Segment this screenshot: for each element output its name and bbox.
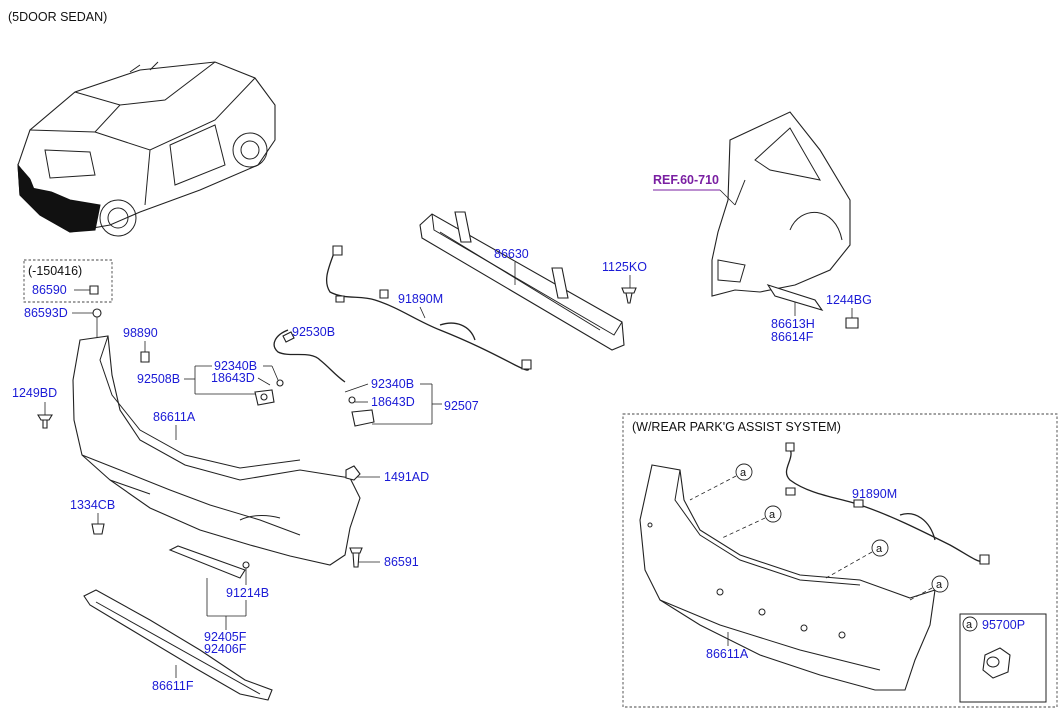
park-rear-bumper-86611A: [639, 464, 936, 691]
part-label-92340B-b[interactable]: 92340B: [371, 377, 414, 391]
part-label-98890[interactable]: 98890: [123, 326, 158, 340]
part-label-18643D-b[interactable]: 18643D: [371, 395, 415, 409]
callout-a-3: a: [825, 539, 889, 579]
screw-86591: [349, 547, 363, 568]
part-label-86591[interactable]: 86591: [384, 555, 419, 569]
clip-86590: [89, 285, 99, 295]
callout-a-4: a: [909, 575, 949, 601]
lamp-socket-right: [351, 409, 375, 427]
part-label-91890M[interactable]: 91890M: [398, 292, 443, 306]
part-label-91890M-park[interactable]: 91890M: [852, 487, 897, 501]
part-label-86593D[interactable]: 86593D: [24, 306, 68, 320]
park-assist-label: (W/REAR PARK'G ASSIST SYSTEM): [632, 420, 841, 434]
harness-92530B: [273, 329, 346, 383]
svg-text:a: a: [740, 467, 747, 479]
lower-guard-86611F: [83, 589, 273, 701]
nut-86593D: [92, 308, 102, 318]
part-label-92340B-a[interactable]: 92340B: [214, 359, 257, 373]
part-label-86613H[interactable]: 86613H: [771, 317, 815, 331]
harness-91890M: [326, 249, 530, 371]
svg-text:a: a: [966, 619, 973, 631]
part-label-92508B[interactable]: 92508B: [137, 372, 180, 386]
park-assist-box: [622, 413, 1058, 708]
screw-1249BD: [37, 414, 53, 429]
fastener-1244BG: [845, 317, 859, 329]
ref-label-60-710[interactable]: REF.60-710: [653, 173, 719, 187]
bracket-86613H: [766, 284, 824, 311]
part-label-86590[interactable]: 86590: [32, 283, 67, 297]
part-label-18643D-a[interactable]: 18643D: [211, 371, 255, 385]
part-label-86611A[interactable]: 86611A: [153, 410, 196, 424]
part-label-86630[interactable]: 86630: [494, 247, 529, 261]
part-label-86611F[interactable]: 86611F: [152, 679, 194, 693]
clip-98890: [140, 351, 150, 363]
svg-text:a: a: [769, 509, 776, 521]
rear-body-panel: [711, 111, 851, 297]
parking-sensor-95700P: [982, 647, 1011, 679]
part-label-92406F[interactable]: 92406F: [204, 642, 247, 656]
variant-box: [23, 259, 113, 303]
callout-a-sensor: a: [962, 616, 978, 632]
part-label-92507[interactable]: 92507: [444, 399, 479, 413]
part-label-92405F[interactable]: 92405F: [204, 630, 247, 644]
reflector-92405F: [168, 545, 246, 579]
part-label-1334CB[interactable]: 1334CB: [70, 498, 115, 512]
part-label-95700P[interactable]: 95700P: [982, 618, 1025, 632]
bracket-1491AD: [345, 465, 361, 481]
variant-label: (-150416): [28, 264, 82, 278]
part-label-1125KO[interactable]: 1125KO: [602, 260, 647, 274]
car-illustration: [17, 61, 276, 237]
diagram-title: (5DOOR SEDAN): [8, 10, 107, 24]
part-label-86611A-park[interactable]: 86611A: [706, 647, 749, 661]
part-label-1491AD[interactable]: 1491AD: [384, 470, 429, 484]
svg-text:a: a: [876, 543, 883, 555]
callout-a-2: a: [721, 505, 782, 539]
part-label-86614F[interactable]: 86614F: [771, 330, 814, 344]
part-label-1249BD[interactable]: 1249BD: [12, 386, 57, 400]
svg-text:a: a: [936, 579, 943, 591]
rear-bumper-cover-86611A: [72, 335, 361, 566]
part-label-1244BG[interactable]: 1244BG: [826, 293, 872, 307]
bolt-1125KO: [621, 287, 637, 304]
clip-1334CB: [91, 523, 105, 535]
callout-a-1: a: [689, 463, 753, 501]
part-label-92530B[interactable]: 92530B: [292, 325, 335, 339]
part-label-91214B[interactable]: 91214B: [226, 586, 269, 600]
